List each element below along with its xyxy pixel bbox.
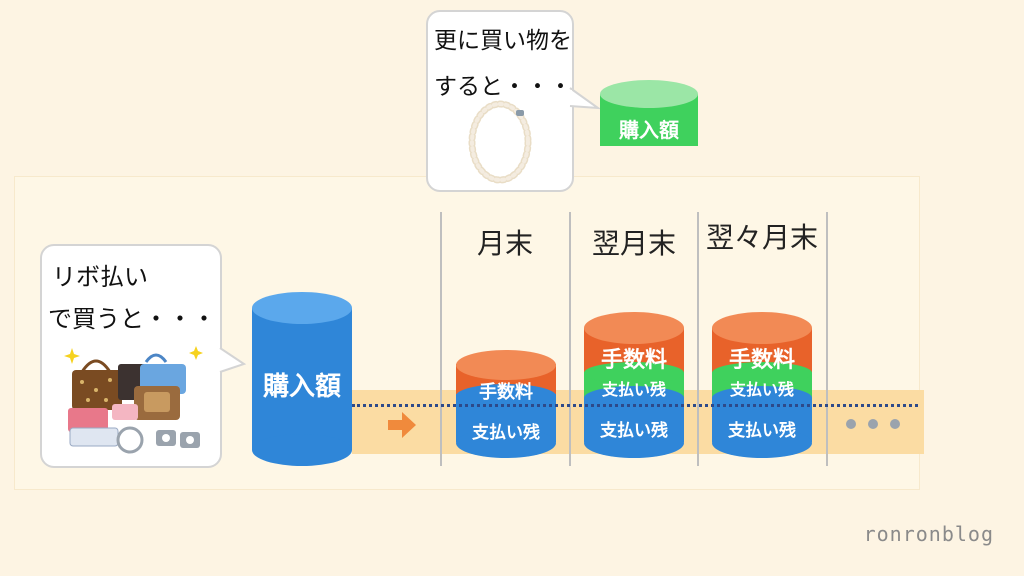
- pearl-necklace-icon: [468, 100, 532, 184]
- balance-label: 支払い残: [600, 421, 668, 441]
- bubble-text-line1: リボ払い: [52, 263, 148, 291]
- column-title-next-month-end: 翌月末: [591, 227, 676, 260]
- added-purchase-label: 購入額: [619, 118, 679, 142]
- luxury-goods-icon: [64, 346, 203, 454]
- next-month-end-cylinder: 手数料 支払い残 支払い残: [584, 312, 684, 458]
- separator-line: [440, 212, 442, 466]
- dot: [868, 419, 878, 429]
- purchase-amount-label: 購入額: [262, 372, 341, 402]
- balance-label: 支払い残: [472, 423, 540, 443]
- timeline-dotted-line: [352, 404, 918, 407]
- bubble-tail: [218, 347, 247, 373]
- month-end-cylinder: 手数料 支払い残: [456, 350, 556, 458]
- dot: [846, 419, 856, 429]
- purchase-amount-cylinder: 購入額: [252, 292, 352, 466]
- added-purchase-cylinder: 購入額: [600, 80, 698, 146]
- speech-bubble-revolving: リボ払い で買うと・・・: [40, 244, 222, 468]
- previous-balance-label: 支払い残: [729, 380, 794, 399]
- continuation-dots: [846, 414, 912, 433]
- speech-bubble-more-shopping: 更に買い物を すると・・・: [426, 10, 574, 192]
- separator-line: [569, 212, 571, 466]
- column-title-month-end: 月末: [476, 227, 533, 260]
- sparkle-icon: [64, 348, 80, 364]
- balance-label: 支払い残: [728, 421, 796, 441]
- fee-label: 手数料: [600, 348, 667, 373]
- arrow-right-icon: [388, 412, 416, 438]
- dot: [890, 419, 900, 429]
- watermark: ronronblog: [863, 522, 994, 546]
- separator-line: [697, 212, 699, 466]
- bubble-text-line1: 更に買い物を: [434, 28, 572, 54]
- fee-label: 手数料: [728, 348, 795, 373]
- separator-line: [826, 212, 828, 466]
- previous-balance-label: 支払い残: [601, 380, 666, 399]
- month-after-next-end-cylinder: 手数料 支払い残 支払い残: [712, 312, 812, 458]
- column-title-month-after-next-end: 翌々月末: [705, 221, 818, 254]
- bubble-text-line2: で買うと・・・: [48, 305, 216, 333]
- fee-label: 手数料: [479, 382, 533, 403]
- bubble-tail: [568, 87, 602, 110]
- bubble-text-line2: すると・・・: [434, 74, 572, 100]
